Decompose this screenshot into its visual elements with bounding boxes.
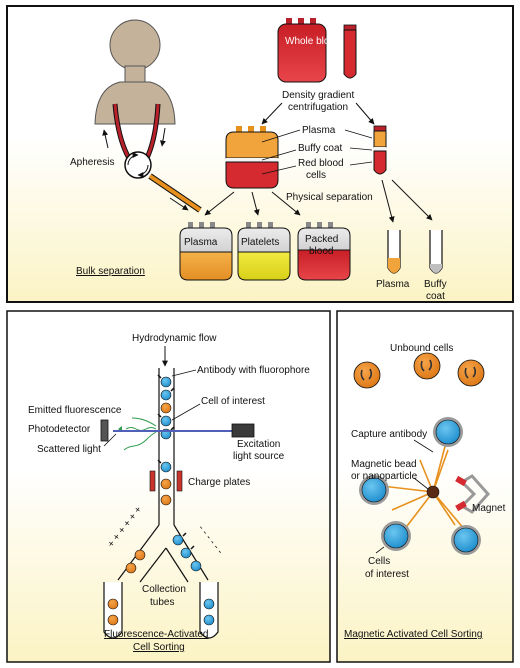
macs-caption: Magnetic Activated Cell Sorting	[344, 629, 482, 640]
bulk-separation-caption: Bulk separation	[76, 266, 145, 277]
apheresis-tubing	[102, 103, 202, 213]
facs-panel: Hydrodynamic flow	[6, 310, 331, 663]
facs-caption-1: Fluorescence-Activated	[104, 629, 209, 640]
cells-of-interest-label-2: of interest	[365, 569, 409, 580]
separated-bag	[225, 126, 279, 189]
collection-tube-left	[103, 582, 123, 639]
charge-plates-label: Charge plates	[188, 477, 250, 488]
collection-tubes-label-2: tubes	[150, 597, 174, 608]
magnet	[455, 474, 491, 514]
flow-channel	[117, 368, 209, 583]
unbound-cells	[353, 352, 485, 389]
macs-panel: Unbound cells	[336, 310, 514, 663]
whole-blood-tube	[343, 24, 357, 79]
cells-of-interest-label-1: Cells	[368, 556, 390, 567]
scattered-light-label: Scattered light	[37, 444, 101, 455]
unbound-cells-label: Unbound cells	[390, 343, 453, 354]
plasma-bag-label: Plasma	[184, 237, 218, 248]
buffy-tube-label-2: coat	[426, 291, 445, 302]
charge-plate-left	[149, 470, 156, 492]
excitation-source	[231, 423, 255, 438]
density-gradient-label-2: centrifugation	[288, 102, 348, 113]
cell-of-interest-label: Cell of interest	[201, 396, 265, 407]
packed-blood-bag	[297, 222, 351, 281]
plasma-bag	[179, 222, 233, 281]
packed-blood-label-2: blood	[309, 246, 333, 257]
excitation-label-1: Excitation	[237, 439, 280, 450]
buffy-coat-label: Buffy coat	[298, 143, 343, 154]
collection-tubes-label-1: Collection	[142, 584, 186, 595]
collection-tube-right	[199, 582, 219, 639]
photodetector-label: Photodetector	[28, 424, 91, 435]
antibody-fluorophore-label: Antibody with fluorophore	[197, 365, 310, 376]
plasma-test-tube	[387, 230, 401, 274]
hydrodynamic-flow-label: Hydrodynamic flow	[132, 333, 217, 344]
buffy-coat-test-tube	[429, 230, 443, 274]
facs-caption-2: Cell Sorting	[133, 642, 185, 653]
whole-blood-bag	[277, 18, 327, 83]
red-blood-cells-label-2: cells	[306, 170, 326, 181]
apheresis-centrifuge	[124, 151, 152, 179]
magnetic-bead-label-2: or nanoparticle	[351, 471, 418, 482]
capture-antibody-label: Capture antibody	[351, 429, 427, 440]
packed-blood-label-1: Packed	[305, 234, 338, 245]
bulk-separation-panel: Apheresis Whole blood Density gradient c…	[6, 5, 514, 303]
platelets-bag	[237, 222, 291, 281]
red-blood-cells-label-1: Red blood	[298, 158, 344, 169]
plasma-tube-label: Plasma	[376, 279, 410, 290]
magnet-label: Magnet	[472, 503, 506, 514]
charge-plate-right	[176, 470, 183, 492]
bound-cells	[359, 417, 481, 555]
whole-blood-label-1: Whole blood	[285, 36, 341, 47]
physical-separation-label: Physical separation	[286, 192, 373, 203]
density-gradient-label-1: Density gradient	[282, 90, 354, 101]
excitation-label-2: light source	[233, 451, 285, 462]
separated-tube	[373, 125, 387, 175]
buffy-tube-label-1: Buffy	[424, 279, 447, 290]
emitted-fluorescence-label: Emitted fluorescence	[28, 405, 122, 416]
magnetic-bead-label-1: Magnetic bead	[351, 459, 417, 470]
apheresis-label: Apheresis	[70, 157, 114, 168]
platelets-bag-label: Platelets	[241, 237, 279, 248]
plasma-label: Plasma	[302, 125, 336, 136]
photodetector	[100, 419, 109, 442]
magnetic-bead	[426, 485, 440, 499]
